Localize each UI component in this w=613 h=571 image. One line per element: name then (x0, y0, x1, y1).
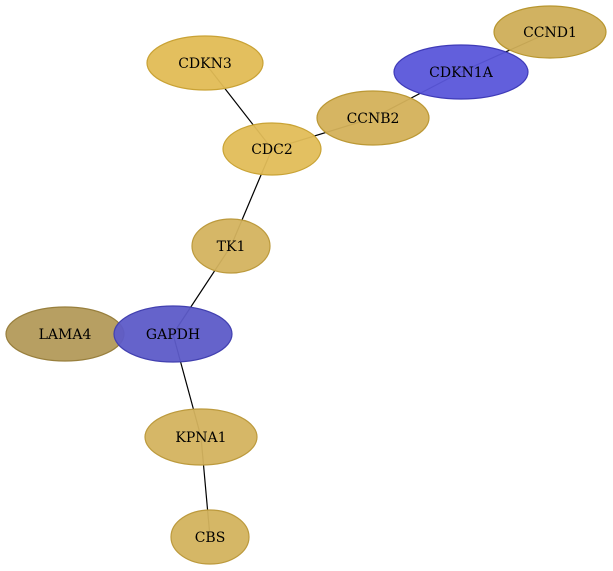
node-cdkn3: CDKN3 (146, 35, 264, 91)
node-label-cbs: CBS (195, 530, 226, 546)
node-label-cdkn1a: CDKN1A (429, 65, 494, 81)
node-label-lama4: LAMA4 (39, 327, 92, 343)
node-shape-ccnb2 (316, 90, 430, 146)
node-cdkn1a: CDKN1A (393, 44, 529, 100)
node-label-cdkn3: CDKN3 (178, 56, 232, 72)
node-shape-gapdh (113, 305, 233, 363)
node-tk1: TK1 (191, 218, 271, 274)
node-lama4: LAMA4 (5, 306, 125, 362)
node-label-ccnb2: CCNB2 (347, 111, 400, 127)
node-label-kpna1: KPNA1 (175, 430, 226, 446)
node-ccnb2: CCNB2 (316, 90, 430, 146)
node-label-tk1: TK1 (217, 239, 246, 255)
node-label-ccnd1: CCND1 (523, 25, 577, 41)
node-shape-ccnd1 (493, 5, 607, 59)
node-label-gapdh: GAPDH (146, 327, 200, 343)
node-shape-cdkn1a (393, 44, 529, 100)
node-shape-cdkn3 (146, 35, 264, 91)
node-label-cdc2: CDC2 (251, 142, 293, 158)
node-shape-cdc2 (222, 122, 322, 176)
node-cbs: CBS (170, 509, 250, 565)
node-shape-tk1 (191, 218, 271, 274)
node-kpna1: KPNA1 (144, 408, 258, 466)
node-cdc2: CDC2 (222, 122, 322, 176)
node-ccnd1: CCND1 (493, 5, 607, 59)
node-gapdh: GAPDH (113, 305, 233, 363)
node-shape-kpna1 (144, 408, 258, 466)
node-shape-cbs (170, 509, 250, 565)
